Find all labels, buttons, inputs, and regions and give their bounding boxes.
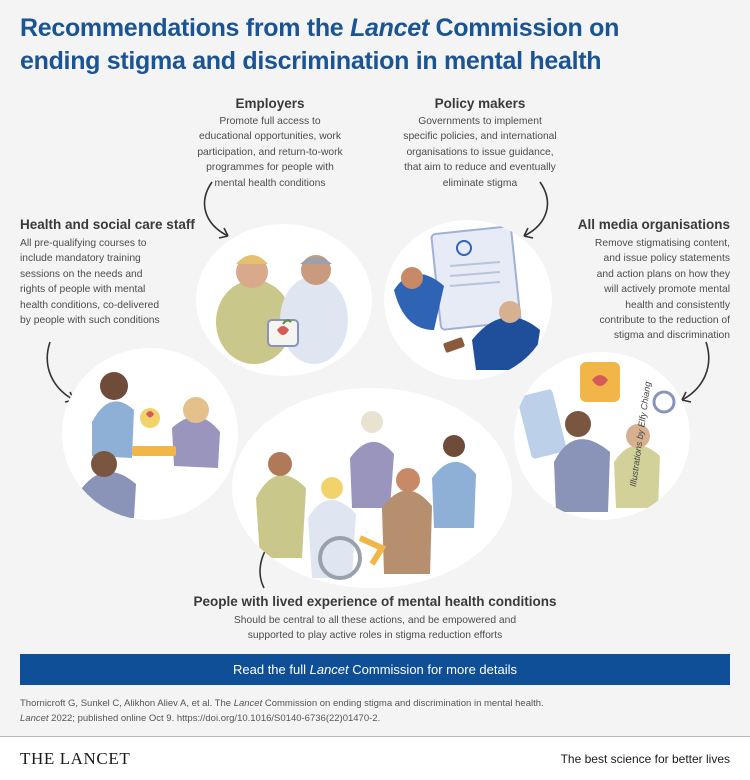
employers-heading: Employers: [235, 96, 305, 111]
employers-line: Promote full access to: [219, 116, 321, 127]
citation-authors: Thornicroft G, Sunkel C, Alikhon Aliev A…: [20, 698, 234, 709]
health-line: include mandatory training: [20, 253, 141, 265]
citation-line2: Lancet 2022; published online Oct 9. htt…: [20, 711, 544, 726]
cta-pre: Read the full: [233, 662, 310, 677]
lived-heading: People with lived experience of mental h…: [193, 594, 557, 609]
media-line: and issue policy statements: [603, 253, 731, 265]
footer: THE LANCET The best science for better l…: [0, 736, 750, 780]
citation: Thornicroft G, Sunkel C, Alikhon Aliev A…: [20, 696, 544, 726]
policy-heading: Policy makers: [434, 96, 526, 111]
health-heading: Health and social care staff: [20, 217, 195, 232]
cta-post: Commission for more details: [348, 662, 517, 677]
employers-text: Promote full access to educational oppor…: [172, 114, 368, 191]
media-heading: All media organisations: [577, 217, 730, 232]
health-line: All pre-qualifying courses to: [20, 238, 147, 249]
health-illustration: [62, 348, 238, 520]
policy-line: Governments to implement: [418, 116, 542, 127]
policy-line: organisations to issue guidance,: [406, 146, 554, 158]
citation-lancet: Lancet: [233, 698, 263, 709]
employers-line: mental health conditions: [214, 177, 326, 189]
lived-line: Should be central to all these actions, …: [233, 615, 517, 626]
employers-arrow-icon: [203, 181, 229, 239]
employers-line: educational opportunities, work: [199, 131, 341, 143]
page-title: Recommendations from the Lancet Commissi…: [20, 12, 620, 78]
read-commission-banner[interactable]: Read the full Lancet Commission for more…: [20, 654, 730, 685]
lived-text: Should be central to all these actions, …: [150, 613, 600, 644]
media-line: stigma and discrimination: [613, 330, 730, 342]
health-line: rights of people with mental: [20, 284, 146, 296]
employers-illustration: [196, 224, 372, 376]
title-line1-pre: Recommendations from the: [20, 14, 351, 42]
lived-line: supported to play active roles in stigma…: [247, 630, 503, 642]
employers-line: participation, and return-to-work: [197, 146, 343, 158]
media-text: Remove stigmatising content, and issue p…: [560, 236, 730, 344]
policy-line: eliminate stigma: [442, 177, 518, 189]
media-line: contribute to the reduction of: [599, 315, 730, 327]
citation-title: Commission on ending stigma and discrimi…: [262, 698, 544, 709]
health-text: All pre-qualifying courses to include ma…: [20, 236, 200, 328]
citation-line1: Thornicroft G, Sunkel C, Alikhon Aliev A…: [20, 696, 544, 711]
tagline: The best science for better lives: [560, 752, 730, 766]
title-line1-post: Commission on: [428, 14, 620, 42]
cta-lancet: Lancet: [309, 662, 349, 677]
policy-line: that aim to reduce and eventually: [404, 162, 556, 174]
media-arrow-icon: [681, 341, 710, 403]
lancet-logo[interactable]: THE LANCET: [20, 749, 131, 768]
policy-line: specific policies, and international: [403, 131, 557, 143]
employers-line: programmes for people with: [206, 162, 334, 174]
media-line: and action plans on how they: [596, 268, 730, 280]
title-lancet: Lancet: [350, 14, 429, 42]
policy-arrow-icon: [523, 181, 549, 239]
health-line: by people with such conditions: [20, 315, 160, 327]
media-illustration: [514, 352, 690, 520]
health-line: sessions on the needs and: [20, 268, 143, 280]
media-line: will actively promote mental: [604, 284, 730, 296]
lived-experience-illustration: [232, 388, 512, 588]
policy-illustration: [384, 220, 552, 380]
title-line2: ending stigma and discrimination in ment…: [20, 47, 602, 75]
media-line: health and consistently: [625, 299, 730, 311]
citation-doi[interactable]: 2022; published online Oct 9. https://do…: [48, 713, 381, 724]
citation-journal: Lancet: [20, 713, 49, 724]
policy-text: Governments to implement specific polici…: [374, 114, 586, 191]
health-line: health conditions, co-delivered: [20, 299, 160, 311]
media-line: Remove stigmatising content,: [594, 238, 730, 249]
